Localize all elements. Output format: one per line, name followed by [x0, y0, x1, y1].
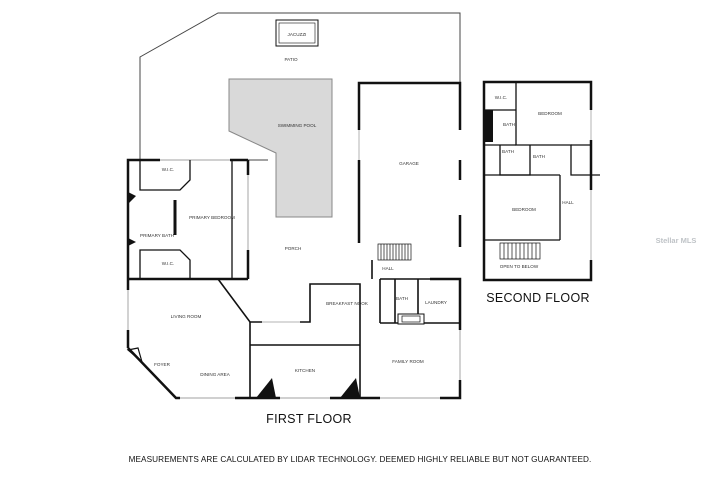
label-dining-area: DINING AREA [200, 372, 231, 377]
label-primary-bedroom: PRIMARY BEDROOM [189, 215, 235, 220]
label-living-room: LIVING ROOM [171, 314, 202, 319]
first-floor-title: FIRST FLOOR [266, 412, 352, 426]
label-kitchen: KITCHEN [295, 368, 315, 373]
disclaimer-text: MEASUREMENTS ARE CALCULATED BY LIDAR TEC… [129, 455, 592, 464]
label-wic-second: W.I.C. [495, 95, 508, 100]
label-jacuzzi: JACUZZI [288, 32, 307, 37]
windows [126, 158, 462, 400]
stairs-second-floor [499, 242, 541, 260]
label-porch: PORCH [285, 246, 302, 251]
living-porch-walls [217, 278, 361, 398]
stairs-first-floor [377, 243, 412, 261]
second-floor-interior [484, 82, 600, 241]
garage-walls [357, 81, 462, 247]
second-floor-walls [482, 80, 593, 282]
label-garage: GARAGE [399, 161, 419, 166]
fireplace [397, 313, 425, 325]
label-bath-first: BATH [396, 296, 408, 301]
label-hall-second: HALL [562, 200, 574, 205]
label-breakfast-nook: BREAKFAST NOOK [326, 301, 369, 306]
primary-suite-walls [139, 160, 233, 279]
label-bath-second-b: BATH [502, 149, 514, 154]
label-bedroom-second-a: BEDROOM [538, 111, 562, 116]
label-bath-second-a: BATH [503, 122, 515, 127]
label-wic-bottom: W.I.C. [162, 261, 175, 266]
label-primary-bath: PRIMARY BATH [140, 233, 174, 238]
jacuzzi-outline [275, 19, 319, 47]
label-patio: PATIO [284, 57, 298, 62]
label-open-to-below: OPEN TO BELOW [500, 264, 539, 269]
label-foyer: FOYER [154, 362, 171, 367]
swimming-pool [228, 78, 333, 218]
label-laundry: LAUNDRY [425, 300, 447, 305]
label-hall-first: HALL [382, 266, 394, 271]
label-family-room: FAMILY ROOM [392, 359, 424, 364]
label-swimming-pool: SWIMMING POOL [278, 123, 317, 128]
second-floor-title: SECOND FLOOR [486, 291, 590, 305]
kitchen-walls [250, 260, 460, 398]
label-bedroom-second-b: BEDROOM [512, 207, 536, 212]
label-wic-top: W.I.C. [162, 167, 175, 172]
watermark: Stellar MLS [656, 236, 697, 245]
label-bath-second-c: BATH [533, 154, 545, 159]
